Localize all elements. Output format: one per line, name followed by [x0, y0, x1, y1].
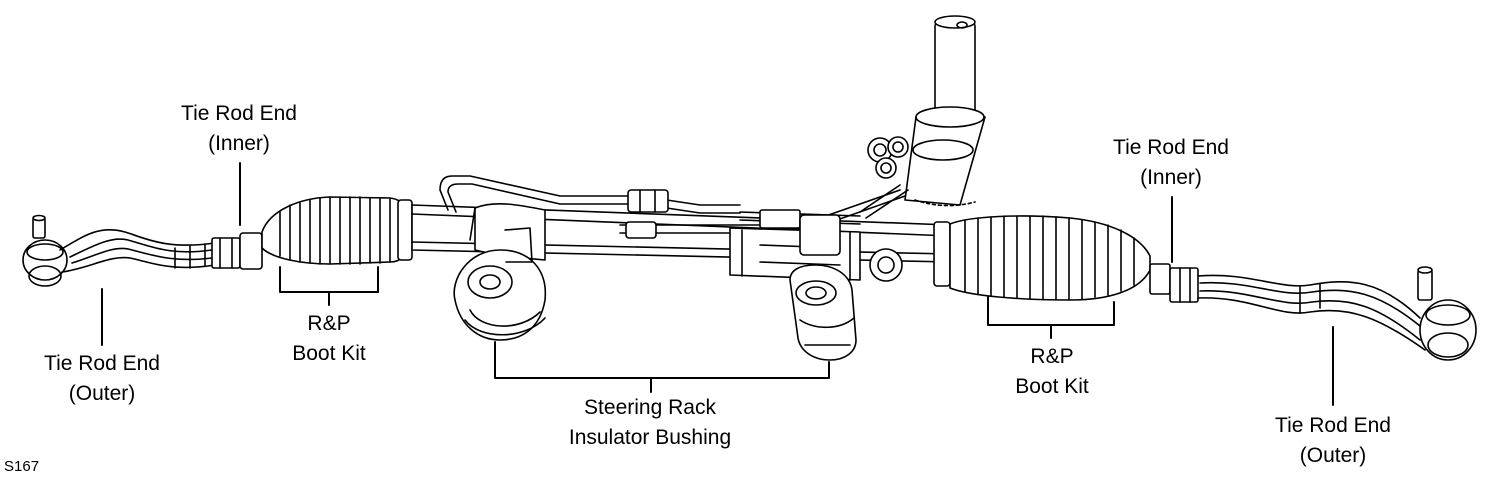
- label-line: Tie Rod End: [1275, 414, 1391, 437]
- label-line: (Outer): [1299, 444, 1367, 467]
- label-line: Boot Kit: [1015, 375, 1089, 398]
- label-tie-rod-end-inner-right: Tie Rod End (Inner): [1113, 133, 1229, 193]
- figure-reference: S167: [4, 458, 40, 475]
- label-steering-rack-insulator-bushing: Steering Rack Insulator Bushing: [569, 393, 731, 453]
- label-line: Tie Rod End: [1113, 136, 1229, 159]
- label-rp-boot-kit-left: R&P Boot Kit: [292, 309, 366, 369]
- label-line: (Outer): [68, 382, 136, 405]
- right-boot: [933, 215, 1151, 301]
- label-tie-rod-end-inner-left: Tie Rod End (Inner): [181, 99, 297, 159]
- right-insulator-bushing: [789, 264, 857, 361]
- label-line: Steering Rack: [584, 396, 716, 419]
- label-line: Insulator Bushing: [568, 426, 732, 449]
- right-outer-tie-rod-end: [1149, 263, 1477, 361]
- left-boot: [261, 196, 413, 265]
- label-tie-rod-end-outer-left: Tie Rod End (Outer): [44, 349, 160, 409]
- label-line: Boot Kit: [292, 342, 366, 365]
- bracket-insulator-bushing: [494, 341, 830, 379]
- label-line: (Inner): [208, 132, 270, 155]
- label-line: Tie Rod End: [181, 102, 297, 125]
- bracket-boot-kit-left: [279, 266, 379, 293]
- label-line: Tie Rod End: [44, 352, 160, 375]
- bracket-boot-kit-right: [987, 296, 1115, 326]
- label-tie-rod-end-outer-right: Tie Rod End (Outer): [1275, 411, 1391, 471]
- label-rp-boot-kit-right: R&P Boot Kit: [1015, 342, 1089, 402]
- label-line: R&P: [307, 312, 351, 335]
- label-line: R&P: [1030, 345, 1074, 368]
- callout-lines: [101, 162, 1334, 406]
- left-insulator-bushing: [453, 203, 547, 341]
- left-outer-tie-rod-end: [22, 214, 263, 287]
- label-line: (Inner): [1140, 166, 1202, 189]
